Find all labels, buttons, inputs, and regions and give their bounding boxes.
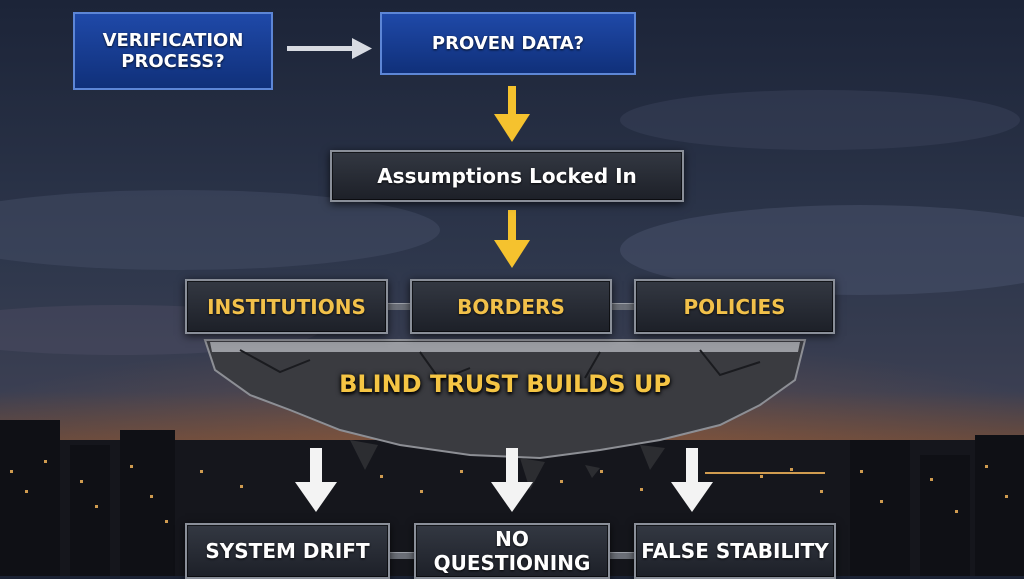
- arrow-down-to-false-stability: [671, 448, 713, 512]
- assumptions-box: Assumptions Locked In: [330, 150, 684, 202]
- system-drift-label: SYSTEM DRIFT: [205, 539, 369, 563]
- blind-trust-label: BLIND TRUST BUILDS UP: [250, 370, 760, 398]
- connector-institutions-borders: [388, 303, 410, 310]
- assumptions-label: Assumptions Locked In: [377, 164, 637, 188]
- proven-data-label: PROVEN DATA?: [432, 33, 584, 54]
- policies-box: POLICIES: [634, 279, 835, 334]
- borders-box: BORDERS: [410, 279, 612, 334]
- arrow-down-proven-to-assumptions: [494, 86, 530, 142]
- policies-label: POLICIES: [683, 295, 785, 319]
- institutions-box: INSTITUTIONS: [185, 279, 388, 334]
- arrow-right-verification-to-proven: [287, 38, 372, 59]
- connector-drift-questioning: [390, 552, 414, 559]
- connector-borders-policies: [612, 303, 634, 310]
- false-stability-label: FALSE STABILITY: [641, 539, 829, 563]
- no-questioning-label: NO QUESTIONING: [416, 527, 608, 575]
- system-drift-box: SYSTEM DRIFT: [185, 523, 390, 579]
- proven-data-box: PROVEN DATA?: [380, 12, 636, 75]
- institutions-label: INSTITUTIONS: [207, 295, 366, 319]
- arrow-down-to-system-drift: [295, 448, 337, 512]
- verification-process-label: VERIFICATION PROCESS?: [103, 30, 244, 72]
- verification-process-box: VERIFICATION PROCESS?: [73, 12, 273, 90]
- arrow-down-assumptions-to-borders: [494, 210, 530, 268]
- no-questioning-box: NO QUESTIONING: [414, 523, 610, 579]
- false-stability-box: FALSE STABILITY: [634, 523, 836, 579]
- cracked-slab: [205, 340, 805, 490]
- connector-questioning-stability: [610, 552, 634, 559]
- borders-label: BORDERS: [457, 295, 565, 319]
